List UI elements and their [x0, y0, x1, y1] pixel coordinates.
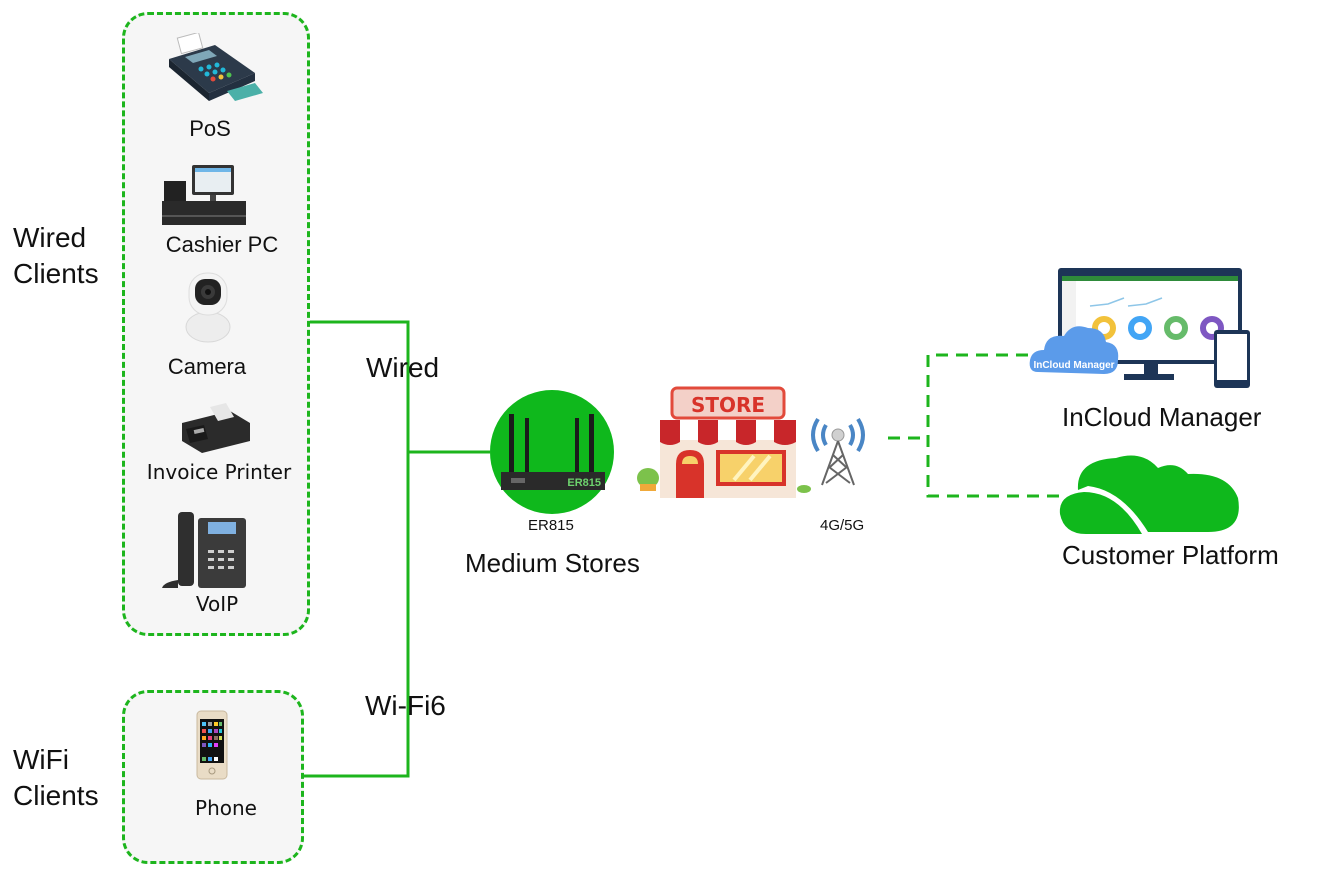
incloud-cloud-badge: InCloud Manager — [1033, 360, 1114, 371]
pos-terminal-icon — [169, 33, 263, 101]
wired-title-line1: Wired — [13, 222, 87, 253]
incloud-manager-title: InCloud Manager — [1062, 402, 1262, 432]
device-label-phone: Phone — [195, 796, 257, 820]
router-icon: ER815 — [501, 414, 605, 490]
receipt-printer-icon — [182, 403, 250, 453]
store-sign: STORE — [691, 393, 765, 417]
incloud-dashed-line — [926, 353, 1060, 498]
wifi-link-label: Wi-Fi6 — [365, 690, 446, 721]
cash-register-icon — [162, 165, 246, 225]
cell-tower-icon — [797, 417, 865, 493]
device-label-voip: VoIP — [195, 592, 239, 616]
store-icon: STORE — [637, 386, 796, 498]
wired-clients-title: Wired Clients — [13, 220, 99, 292]
router-model-badge: ER815 — [567, 477, 601, 489]
device-label-invoice-printer: Invoice Printer — [146, 460, 292, 484]
device-label-camera: Camera — [167, 354, 247, 379]
device-label-cashier-pc: Cashier PC — [165, 232, 279, 257]
customer-platform-title: Customer Platform — [1062, 540, 1279, 570]
network-type-label: 4G/5G — [820, 517, 865, 534]
wired-link-label: Wired — [366, 352, 440, 383]
wired-title-line2: Clients — [13, 258, 99, 289]
router-model-label: ER815 — [528, 517, 574, 534]
wifi-title-line2: Clients — [13, 780, 99, 811]
wifi-clients-title: WiFi Clients — [13, 742, 99, 814]
customer-platform-cloud-icon — [1059, 455, 1239, 534]
wifi-link-line — [302, 452, 410, 778]
wired-link-line — [308, 320, 490, 454]
device-label-pos: PoS — [189, 116, 231, 141]
voip-phone-icon — [162, 512, 246, 588]
medium-stores-title: Medium Stores — [465, 548, 640, 578]
incloud-manager-dashboard-icon: InCloud Manager — [1029, 268, 1250, 388]
wifi-title-line1: WiFi — [13, 744, 69, 775]
smartphone-icon — [196, 710, 228, 780]
security-camera-icon — [185, 272, 231, 343]
